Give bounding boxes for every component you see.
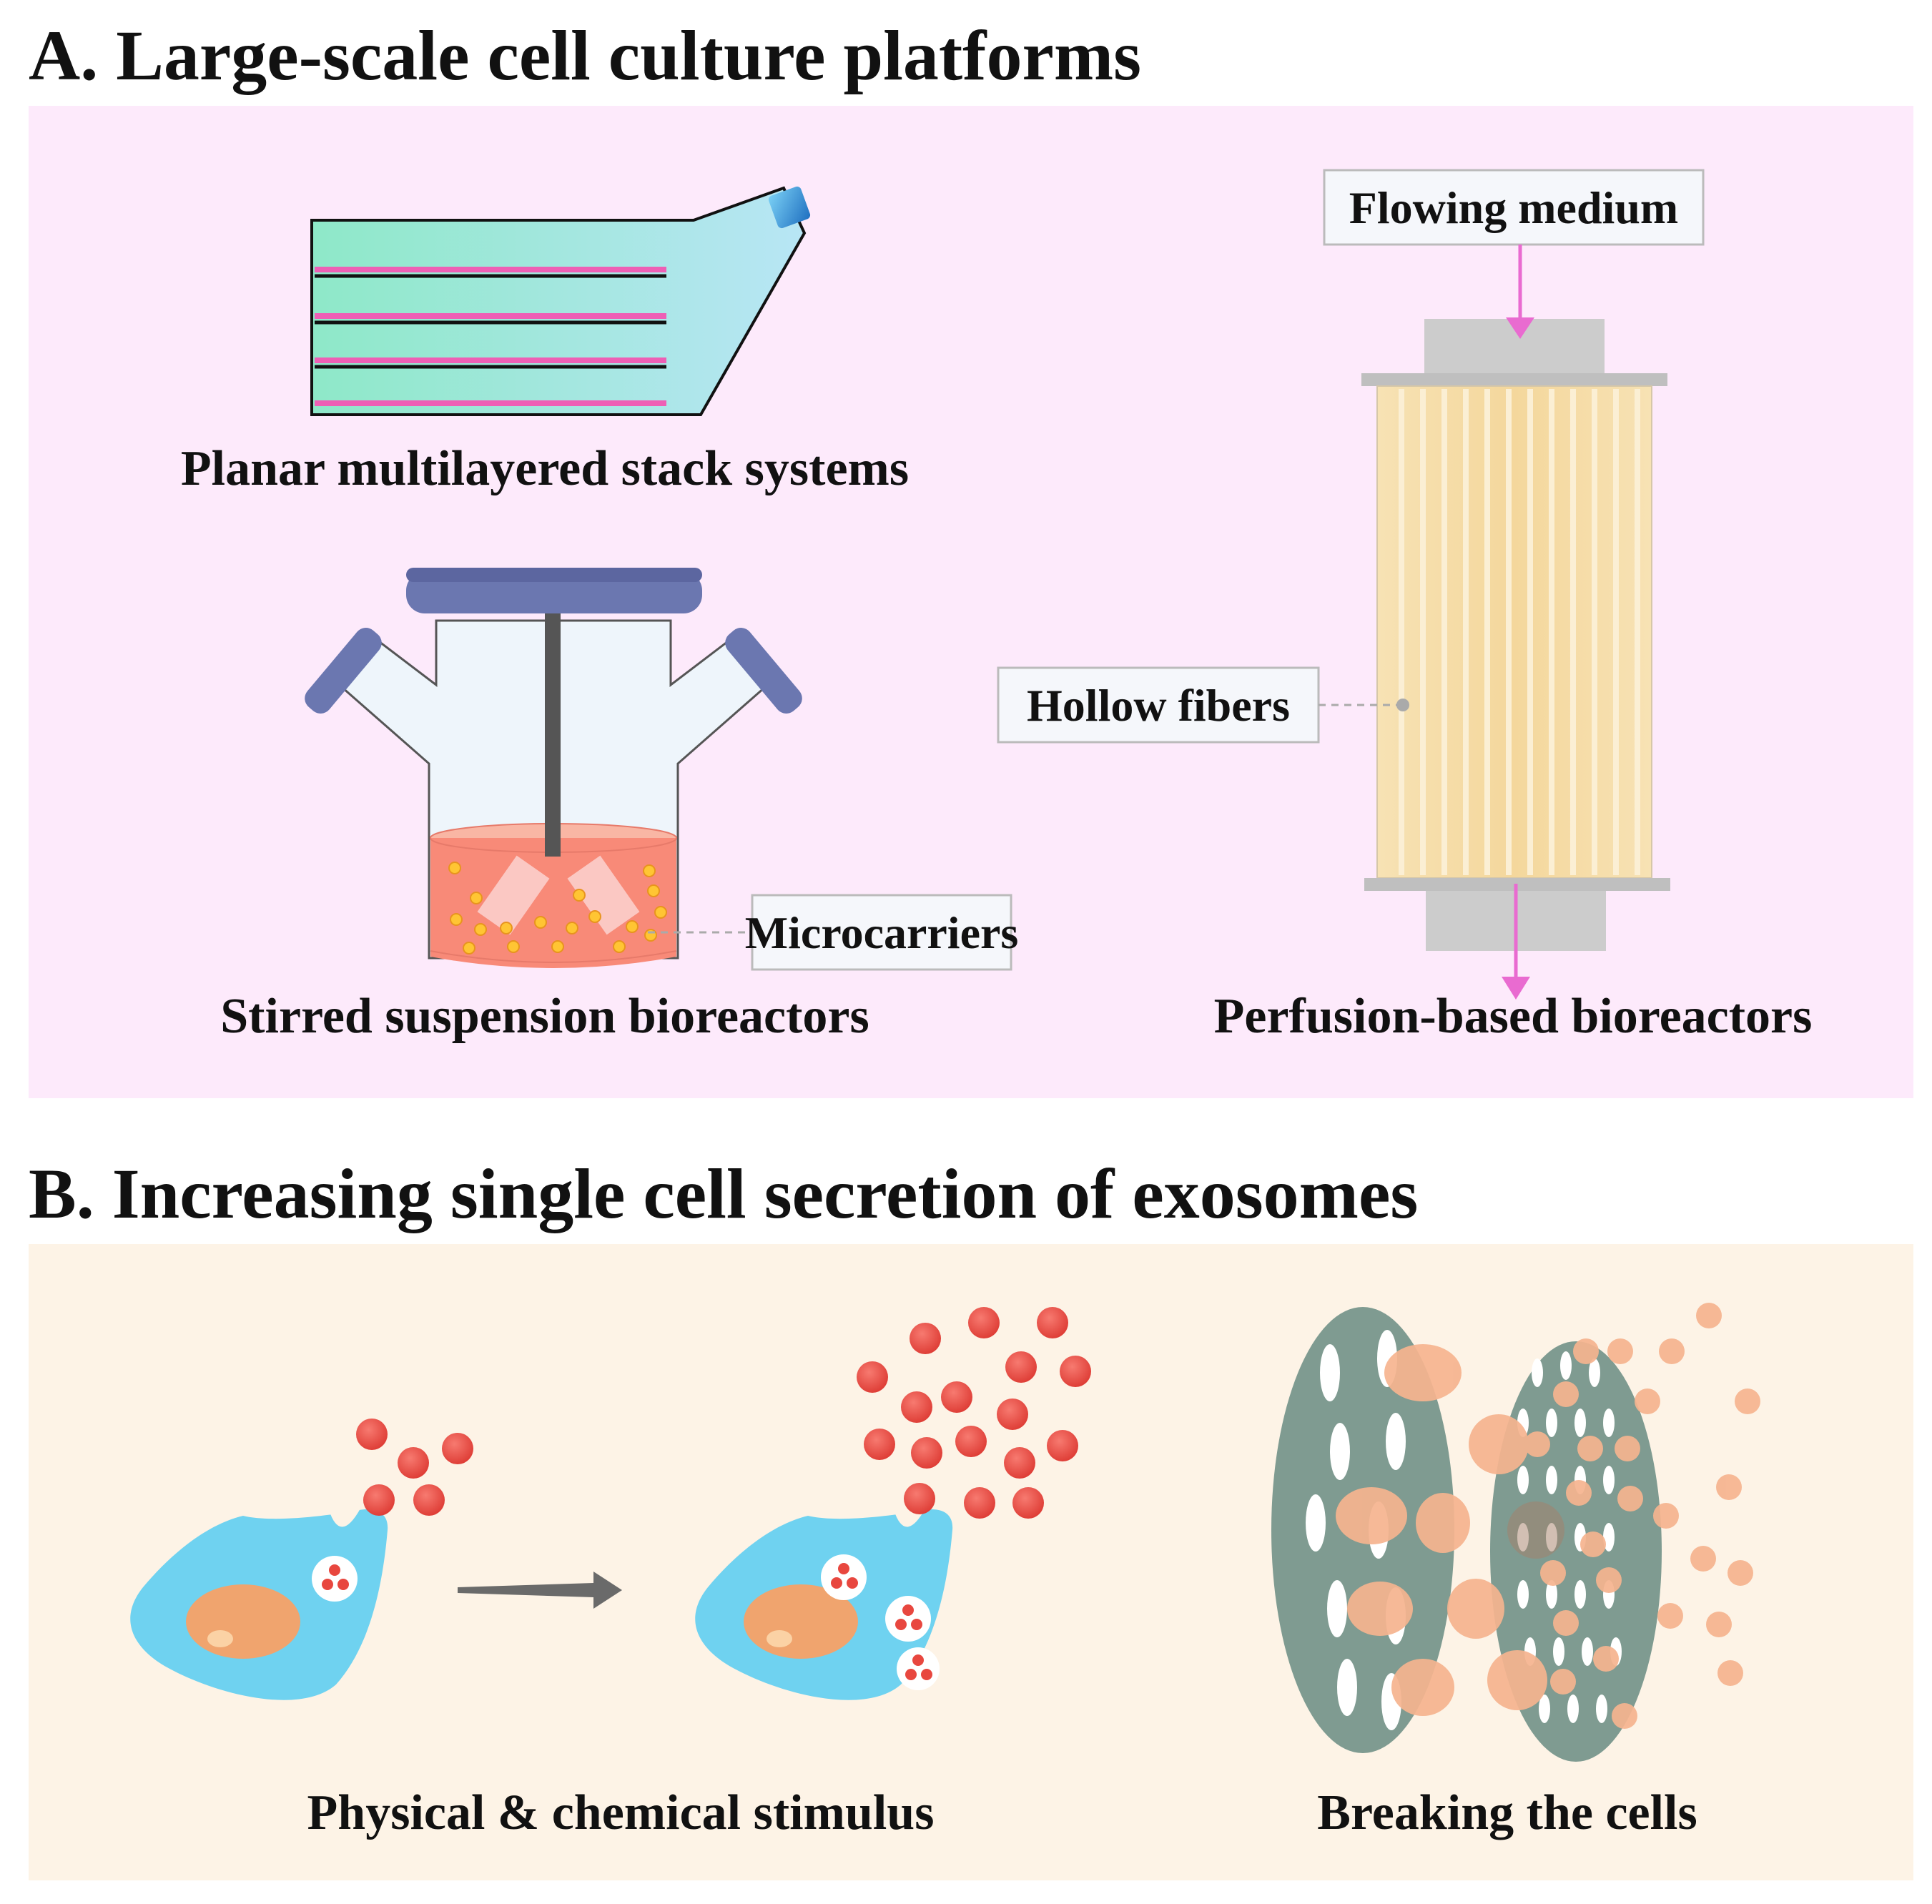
stimulus-label: Physical & chemical stimulus [307,1785,935,1840]
microcarriers-callout [751,894,1012,971]
stirred-bioreactor-icon [305,568,802,968]
hollow-fibers-label: Hollow fibers [1027,680,1290,731]
flowing-medium-label: Flowing medium [1349,182,1678,233]
inflow-arrow [1506,245,1534,339]
stimulus-arrow [458,1572,622,1609]
exosome-secretion-diagram: Physical & chemical stimulus [29,1244,1913,1880]
stimulated-cell-icon [695,1509,953,1700]
culture-platforms-panel: Planar multilayered stack systems [29,106,1913,1098]
flowing-medium-callout [1323,169,1705,246]
planar-stack-label: Planar multilayered stack systems [181,441,909,496]
exosome-icon [356,1419,473,1516]
perfusion-bioreactor-label: Perfusion-based bioreactors [1214,989,1813,1044]
microcarriers-label: Microcarriers [745,907,1019,958]
culture-platforms-diagram: Planar multilayered stack systems [29,106,1913,1098]
exosome-secretion-panel: Physical & chemical stimulus [29,1244,1913,1880]
cell-icon [130,1509,388,1700]
outflow-arrow [1502,884,1530,1000]
breaking-cells-label: Breaking the cells [1317,1785,1697,1840]
secreted-exosomes [857,1307,1091,1519]
culture-flask-icon [310,186,811,416]
hollow-fibers-pointer [1396,699,1409,711]
cell-fragments [1336,1303,1760,1729]
hollow-fiber-cartridge-icon [1361,319,1670,951]
stirred-bioreactor-label: Stirred suspension bioreactors [220,989,869,1044]
section-a-heading: A. Large-scale cell culture platforms [29,16,1142,95]
section-b-heading: B. Increasing single cell secretion of e… [29,1154,1419,1233]
hollow-fibers-callout [997,666,1320,744]
